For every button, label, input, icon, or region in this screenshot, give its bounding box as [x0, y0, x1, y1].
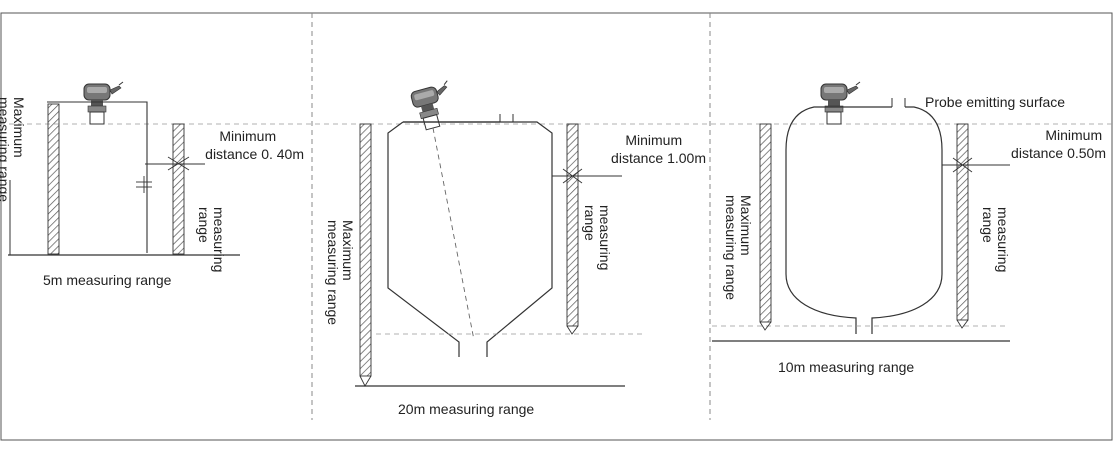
- radar-probe-icon: [83, 81, 124, 125]
- probe-emitting-surface-label: Probe emitting surface: [925, 94, 1065, 110]
- max-range-label: Maximum measuring range: [0, 97, 27, 202]
- measuring-range-bar: [172, 123, 185, 255]
- caption-5m: 5m measuring range: [43, 272, 172, 288]
- max-range-bar: [47, 103, 60, 255]
- max-range-bar: [759, 123, 772, 323]
- min-distance-label: Minimum distance 1.00m: [611, 132, 706, 166]
- outer-frame: [0, 12, 1113, 441]
- panel-20m: Maximum measuring range Minimum distance…: [325, 80, 706, 417]
- tank-wall: [47, 101, 148, 253]
- conical-tank: [387, 121, 553, 357]
- min-distance-label: Minimum distance 0.50m: [1011, 127, 1106, 161]
- measuring-range-bar: [956, 123, 969, 321]
- caption-10m: 10m measuring range: [778, 359, 914, 375]
- measuring-range-label: measuring range: [582, 205, 613, 274]
- measuring-range-label: measuring range: [196, 207, 227, 276]
- radar-probe-icon: [820, 81, 861, 125]
- beam-line: [432, 127, 475, 341]
- max-range-label: Maximum measuring range: [723, 195, 754, 300]
- measuring-range-label: measuring range: [980, 207, 1011, 276]
- caption-20m: 20m measuring range: [398, 401, 534, 417]
- measuring-range-bar: [566, 123, 579, 327]
- panel-5m: Maximum measuring range Minimum distance…: [0, 81, 304, 288]
- panel-10m: Probe emitting surface Maximum measuring…: [712, 81, 1106, 375]
- max-range-label: Maximum measuring range: [325, 220, 356, 325]
- min-distance-label: Minimum distance 0. 40m: [205, 128, 304, 162]
- max-range-bar: [359, 123, 372, 377]
- rounded-vessel: [785, 106, 943, 334]
